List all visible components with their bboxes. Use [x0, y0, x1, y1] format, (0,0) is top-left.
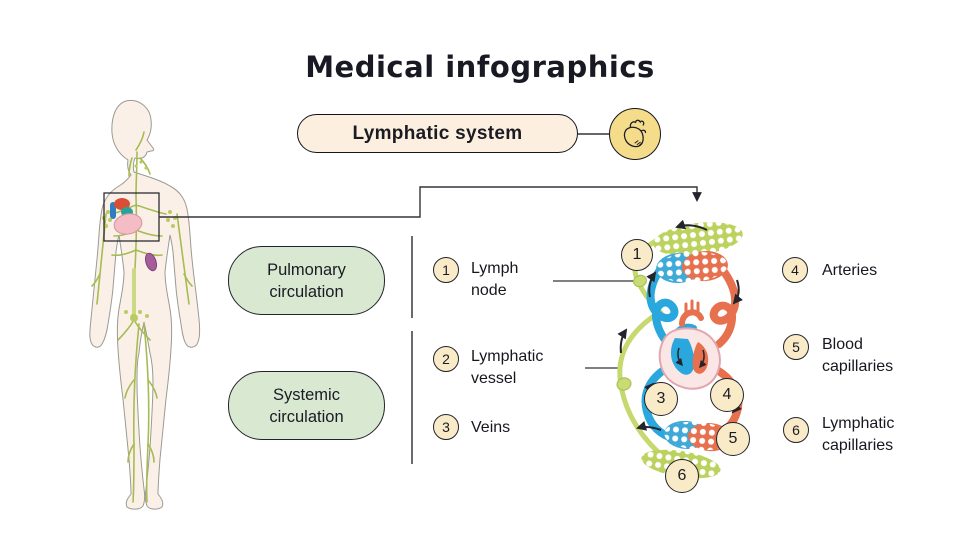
legend-badge-arteries: 4 [782, 257, 808, 283]
legend-label-arteries: Arteries [822, 262, 878, 279]
legend-label-lymphatic-vessel: Lymphatic vessel [471, 348, 544, 387]
pulmonary-circulation-label: Pulmonary circulation [267, 260, 346, 301]
pulmonary-circulation-box: Pulmonary circulation [228, 246, 385, 315]
heart-icon-badge [609, 108, 661, 160]
legend-label-lymph-node: Lymph node [471, 260, 519, 299]
legend-label-blood-capillaries: Blood capillaries [822, 336, 894, 375]
legend-label-lymphatic-capillaries: Lymphatic capillaries [822, 415, 895, 454]
systemic-circulation-box: Systemic circulation [228, 371, 385, 440]
blood-capillary-mesh-top [656, 251, 728, 283]
legend-label-veins: Veins [471, 419, 511, 436]
diagram-marker-5: 5 [716, 422, 750, 456]
lymphatic-capillary-mesh-top [653, 222, 743, 256]
lymph-vessels-illustration [91, 131, 193, 503]
diagram-marker-6: 6 [665, 459, 699, 493]
anatomical-heart-icon [623, 119, 647, 148]
spleen-illustration [144, 252, 158, 272]
human-body-illustration [89, 99, 201, 510]
systemic-circulation-label: Systemic circulation [269, 385, 344, 426]
diagram-marker-3: 3 [644, 382, 678, 416]
legend-badge-blood-capillaries: 5 [783, 334, 809, 360]
diagram-heart [658, 327, 721, 390]
legend-badge-lymphatic-capillaries: 6 [783, 417, 809, 443]
legend-badge-lymphatic-vessel: 2 [433, 346, 459, 372]
subtitle-pill: Lymphatic system [297, 114, 578, 153]
heart-organ-illustration [110, 198, 143, 235]
lymph-node-lower [616, 377, 632, 391]
subtitle-label: Lymphatic system [352, 122, 523, 144]
diagram-marker-1: 1 [621, 239, 653, 271]
diagram-marker-4: 4 [710, 378, 744, 412]
lymph-node-upper [633, 274, 647, 288]
legend-badge-veins: 3 [433, 414, 459, 440]
page-title: Medical infographics [305, 50, 655, 84]
legend-badge-lymph-node: 1 [433, 257, 459, 283]
connector-lines [159, 133, 702, 464]
